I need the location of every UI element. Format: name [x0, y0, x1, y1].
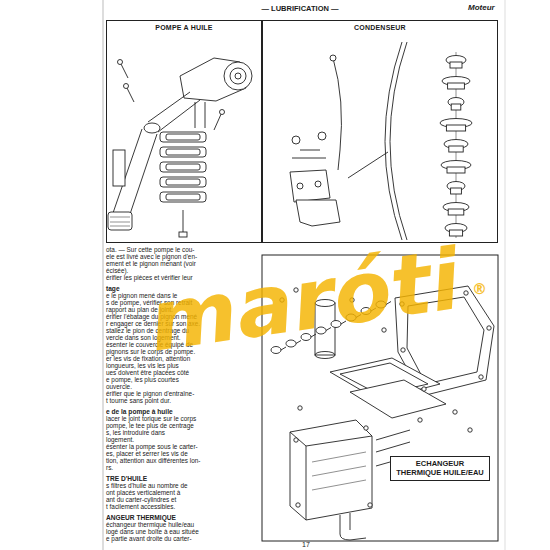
caption-box: ECHANGEUR THERMIQUE HUILE/EAU — [390, 456, 490, 481]
body-text: ele est livré avec le pignon d'en- — [106, 254, 197, 260]
body-text: t facilement accessibles. — [106, 504, 175, 510]
oil-pump-drawing — [108, 58, 252, 237]
body-text: ésenter la pompe sous le carter- — [106, 444, 198, 450]
panel-heading: CONDENSEUR — [263, 24, 497, 31]
panel-heading: POMPE A HUILE — [107, 24, 261, 31]
text-heading: e de la pompe à huile — [106, 409, 173, 416]
body-text: ues doivent être placées côté — [106, 370, 189, 376]
text-heading: TRE D'HUILE — [106, 476, 147, 483]
figure-panel: CONDENSEUR — [262, 20, 498, 243]
body-text: érifier que le pignon d'entraîne- — [106, 391, 194, 397]
body-text: ont placés verticalement à — [106, 490, 180, 496]
page-number: 17 — [302, 541, 310, 548]
body-text: es, placer et serrer les vis de — [106, 451, 188, 457]
body-text: échangeur thermique huile/eau — [106, 522, 194, 528]
watermark: ® — [472, 282, 487, 297]
body-text: ota. — Sur cette pompe le cou- — [106, 247, 194, 253]
body-text: logé dans une boîte à eau située — [106, 529, 199, 535]
page-edge — [103, 0, 104, 550]
body-text: rs. — [106, 465, 113, 471]
body-text: écisée). — [106, 268, 128, 274]
body-text: e partie avant droite du carter- — [106, 536, 192, 542]
text-heading: ANGEUR THERMIQUE — [106, 515, 176, 522]
body-text: pompe, le tee plus de centrage — [106, 423, 194, 429]
body-text: logement. — [106, 437, 134, 443]
body-text: tion, attention aux différentes lon- — [106, 458, 200, 464]
panel-heading: ECHANGEUR THERMIQUE HUILE/EAU — [394, 459, 486, 478]
section-title: — LUBRIFICATION — — [0, 4, 550, 13]
body-text: e pompe, les plus courtes — [106, 377, 179, 383]
body-text: lacer le joint torique sur le corps — [106, 416, 196, 422]
body-text: s, les introduire dans — [106, 430, 165, 436]
page-edge — [505, 0, 506, 550]
text-heading: tage — [106, 286, 120, 293]
chapter-name: Moteur — [468, 4, 495, 12]
body-text: t tourne sans point dur. — [106, 398, 171, 404]
figure-panel: POMPE A HUILE — [106, 20, 262, 243]
body-text: ement et le pignon menant (voir — [106, 261, 196, 267]
body-text: s filtres d'huile au nombre de — [106, 483, 188, 489]
body-text: ouvercle. — [106, 384, 132, 390]
body-text: longueurs, les vis les plus — [106, 363, 179, 369]
body-text: ant du carter-cylindres et — [106, 497, 176, 503]
condenser-drawing — [290, 42, 472, 240]
